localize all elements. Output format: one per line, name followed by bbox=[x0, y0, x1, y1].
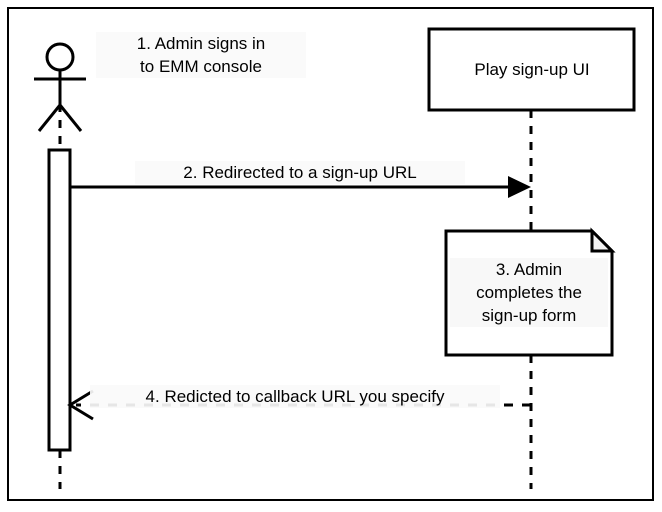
note-3-line2: completes the bbox=[450, 281, 608, 304]
message-2-arrowhead-filled bbox=[508, 176, 531, 198]
message-4-arrowhead-open bbox=[67, 389, 94, 421]
actor-head-icon bbox=[45, 42, 75, 72]
message-4-label: 4. Redicted to callback URL you specify bbox=[90, 385, 500, 408]
note-fold-corner-icon bbox=[590, 227, 616, 253]
lifeline-box-play-sign-up-ui bbox=[427, 27, 636, 112]
note-3-line1: 3. Admin bbox=[450, 258, 608, 281]
actor-caption-line1: 1. Admin signs in bbox=[136, 34, 266, 53]
lifeline-label-play-sign-up-ui: Play sign-up UI bbox=[474, 60, 590, 79]
actor-right-leg-line bbox=[58, 104, 83, 132]
diagram-frame-border bbox=[7, 7, 654, 501]
actor-stick-figure bbox=[34, 42, 86, 132]
message-2-label: 2. Redirected to a sign-up URL bbox=[135, 161, 465, 184]
actor-left-leg-line bbox=[37, 104, 62, 132]
actor-caption: 1. Admin signs in to EMM console bbox=[96, 32, 306, 78]
actor-activation-bar bbox=[47, 148, 72, 452]
message-2-arrow bbox=[70, 176, 531, 198]
note-3-line3: sign-up form bbox=[450, 304, 608, 327]
actor-caption-line2: to EMM console bbox=[140, 57, 262, 76]
